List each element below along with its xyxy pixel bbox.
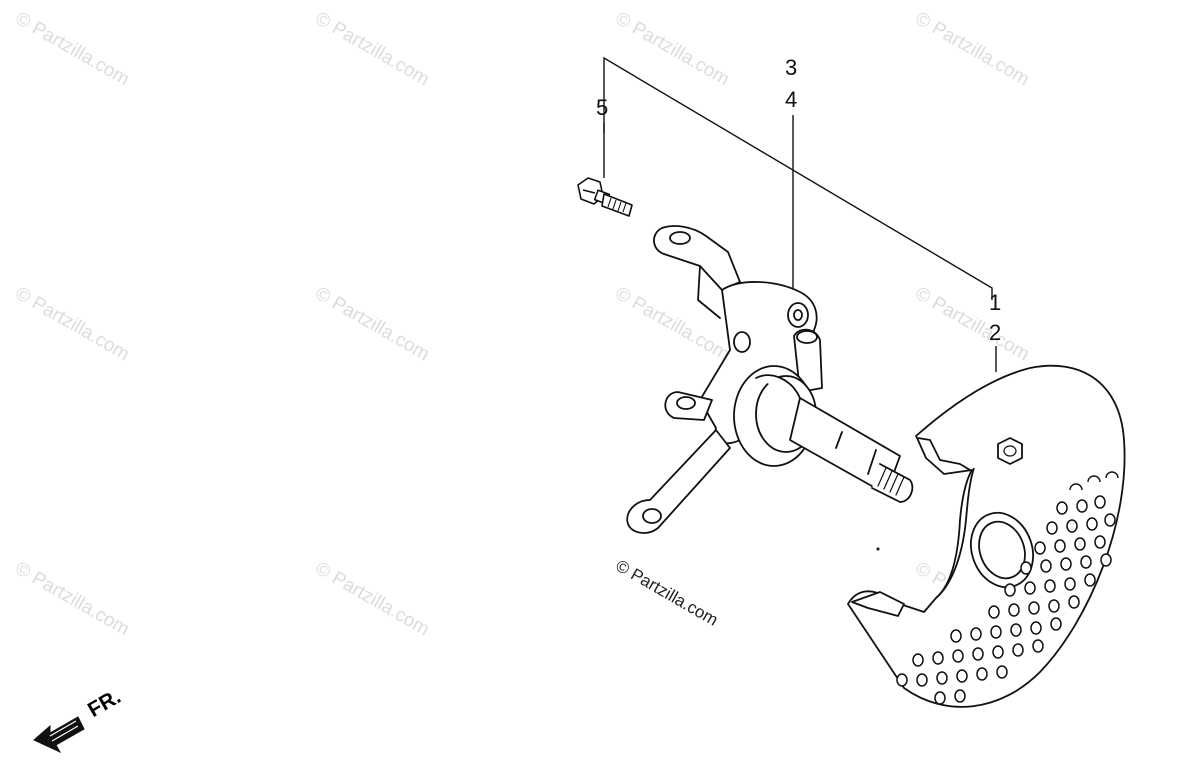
leader-lines: [603, 56, 997, 372]
stray-dot: [876, 547, 880, 551]
callout-3: 3: [785, 55, 798, 80]
callout-5: 5: [596, 95, 609, 120]
front-direction-arrow-icon: [33, 716, 85, 754]
flange-bolt-icon: [577, 177, 633, 217]
leader-5-group: [603, 56, 993, 300]
callout-2: 2: [989, 320, 1002, 345]
callout-4: 4: [785, 87, 798, 112]
perforation-holes: [896, 495, 1116, 705]
steering-knuckle-icon: [626, 225, 914, 534]
brake-disc-cover-icon: [847, 364, 1126, 708]
callout-1: 1: [989, 290, 1002, 315]
